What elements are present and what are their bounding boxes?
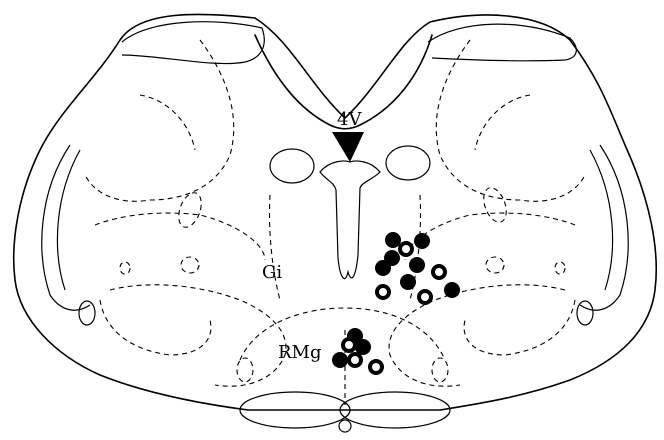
right-lateral-arc [580,145,628,310]
filled-site [414,233,430,249]
dashed-boundaries [85,40,585,405]
open-site [370,361,382,373]
label-4v: 4V [337,109,362,130]
left-lateral-arc [42,145,90,310]
filled-site [375,260,391,276]
filled-site [400,274,416,290]
right-lateral-arc-inner [590,150,613,290]
label-gi: Gi [262,262,282,283]
outer-contour [14,14,657,410]
open-site [377,286,389,298]
open-site [433,266,445,278]
filled-site [332,352,348,368]
midline-pore [339,420,351,432]
left-dorsal-lobe [122,22,264,64]
filled-site [409,257,425,273]
left-round-nucleus [270,149,314,183]
label-rmg: RMg [278,342,322,363]
open-site [343,339,355,351]
open-site [349,354,361,366]
right-dorsal-lobe [428,24,576,61]
filled-site [385,232,401,248]
midline-structure [320,161,380,279]
right-round-nucleus [386,146,430,180]
open-site [419,291,431,303]
left-lateral-arc-inner [57,150,80,290]
open-site [400,243,412,255]
fourth-ventricle-marker [332,132,364,162]
filled-site [444,282,460,298]
